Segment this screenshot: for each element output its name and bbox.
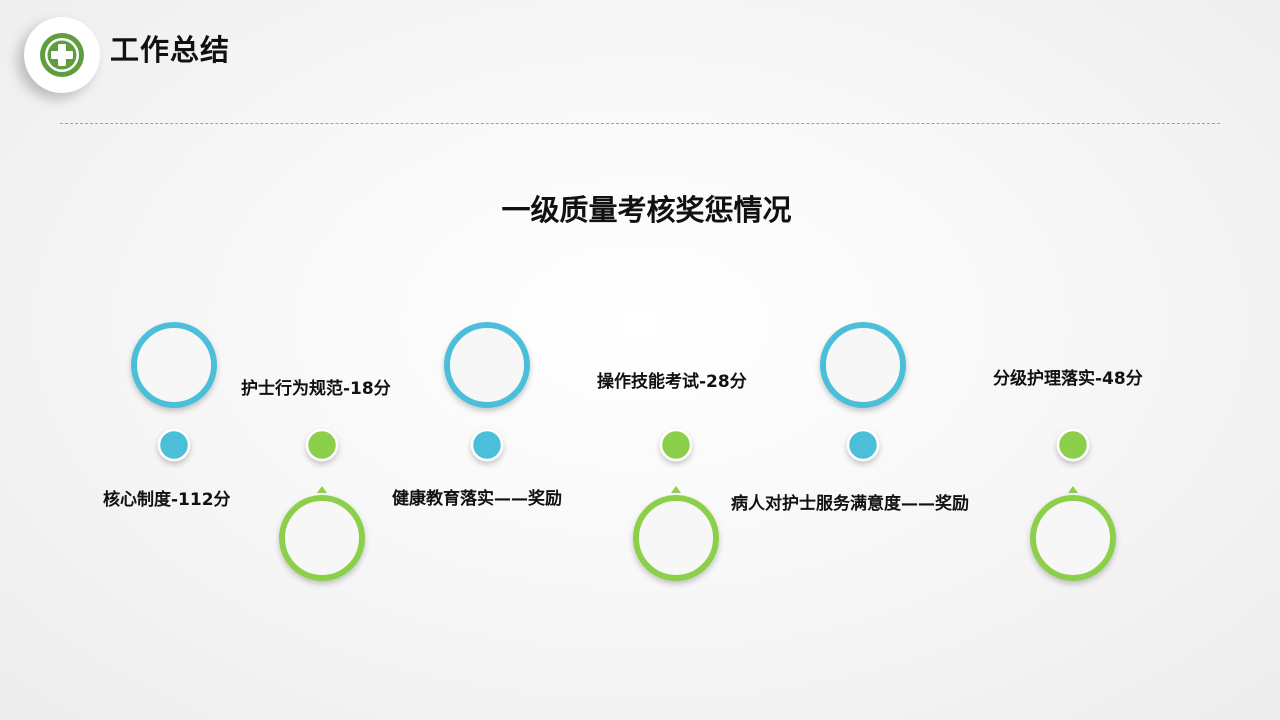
timeline-node [659, 428, 693, 462]
ring-pointer [1068, 486, 1078, 493]
ring-pointer [317, 486, 327, 493]
timeline-label: 分级护理落实-48分 [993, 369, 1143, 389]
timeline-label: 护士行为规范-18分 [241, 379, 391, 399]
timeline-node [846, 428, 880, 462]
timeline-label: 病人对护士服务满意度——奖励 [731, 494, 969, 514]
timeline-node [1056, 428, 1090, 462]
timeline-ring [633, 495, 719, 581]
timeline-ring [820, 322, 906, 408]
timeline-node [305, 428, 339, 462]
logo-badge [24, 17, 100, 93]
ring-pointer [671, 486, 681, 493]
timeline-ring [131, 322, 217, 408]
timeline-label: 健康教育落实——奖励 [392, 489, 562, 509]
header-title: 工作总结 [110, 33, 231, 67]
timeline-node [470, 428, 504, 462]
page-title: 一级质量考核奖惩情况 [501, 193, 792, 227]
timeline-node [157, 428, 191, 462]
timeline-ring [444, 322, 530, 408]
timeline-label: 操作技能考试-28分 [597, 372, 747, 392]
header-divider [60, 123, 1220, 124]
timeline-ring [279, 495, 365, 581]
timeline-label: 核心制度-112分 [103, 490, 231, 510]
timeline-ring [1030, 495, 1116, 581]
medical-cross-icon [40, 33, 84, 77]
